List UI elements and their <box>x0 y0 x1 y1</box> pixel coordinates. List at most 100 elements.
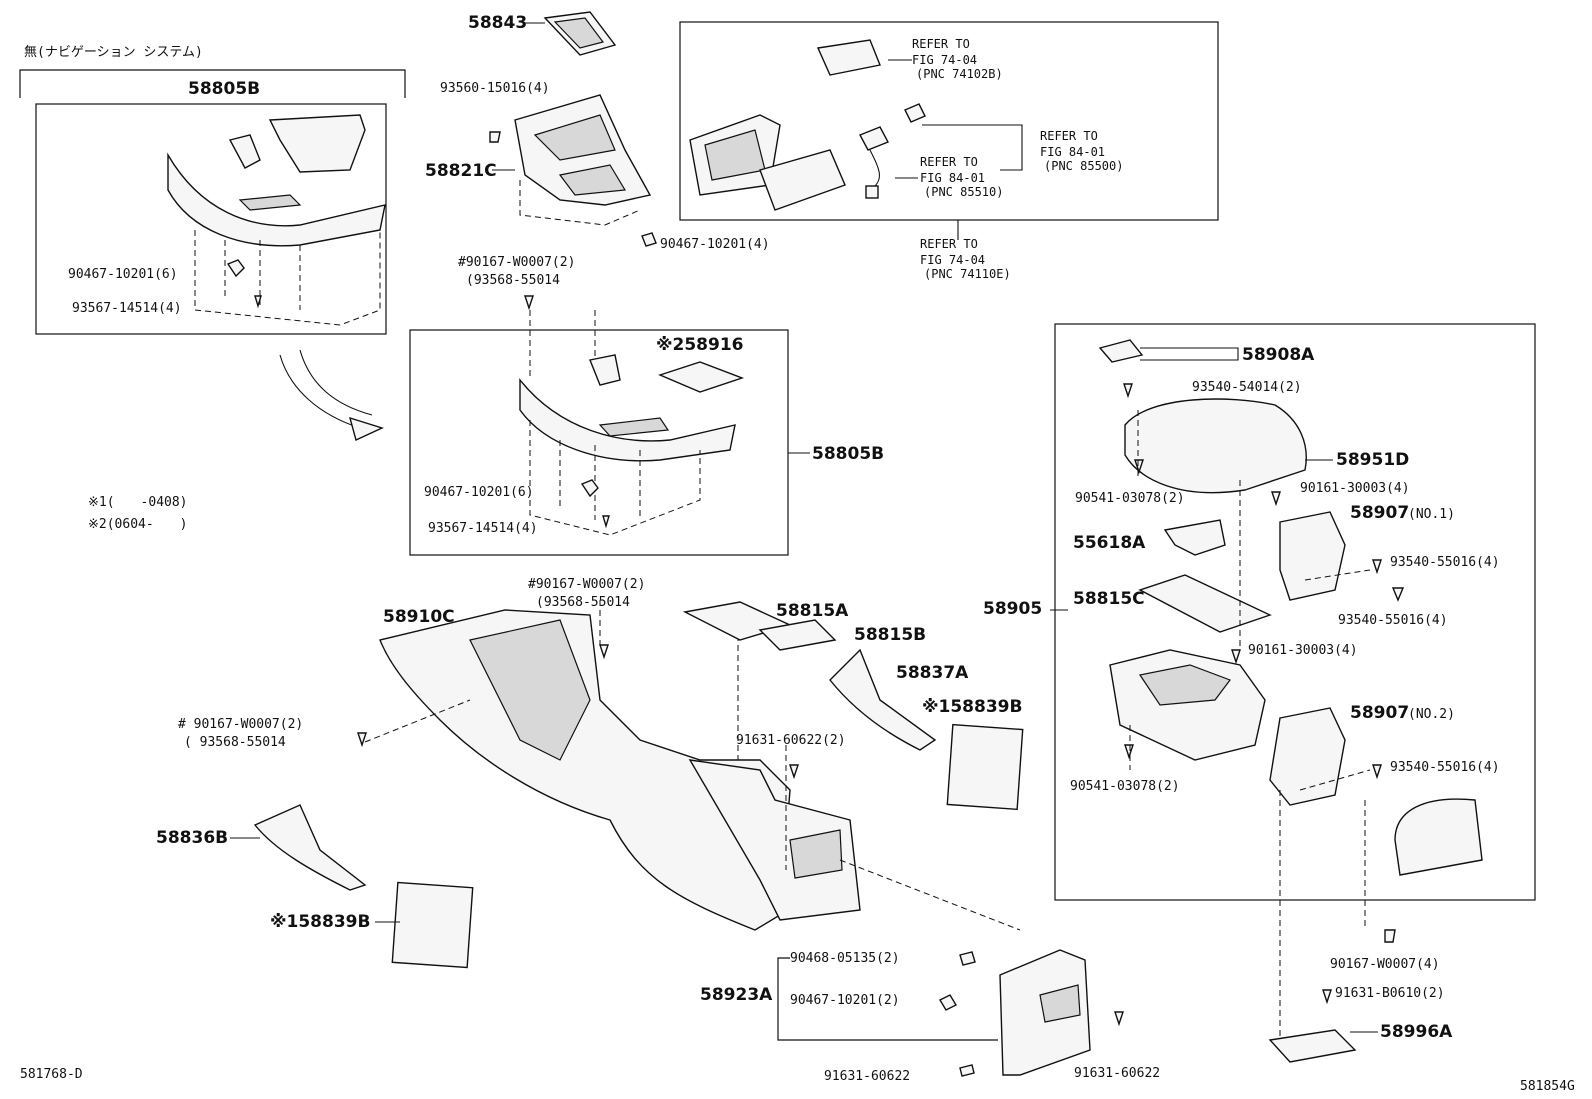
rear-panel-58923A <box>999 949 1091 1076</box>
refer-4-line1: REFER TO <box>920 237 978 251</box>
refer-2-line2: FIG 84-01 <box>1040 145 1105 159</box>
label-58815A: 58815A <box>776 601 849 621</box>
label-90167-c: # 90167-W0007(2) <box>178 717 303 732</box>
label-93540-55016-b: 93540-55016(4) <box>1338 613 1448 628</box>
refer-2-line3: (PNC 85500) <box>1044 159 1123 173</box>
label-90467-2: 90467-10201(2) <box>790 993 900 1008</box>
screw-icon-i <box>1123 383 1133 399</box>
label-58951D: 58951D <box>1336 450 1409 470</box>
screw-icon-o <box>1391 587 1405 602</box>
screw-icon-d <box>357 732 367 748</box>
panel-58836B <box>253 804 367 891</box>
panel-58837A <box>829 648 937 751</box>
label-93567-a: 93567-14514(4) <box>72 301 182 316</box>
label-58908A: 58908A <box>1242 345 1315 365</box>
console-panel-upper-left <box>167 114 386 326</box>
label-91631-b: 91631-60622 <box>1074 1066 1160 1081</box>
clip-icon-g <box>1384 929 1396 943</box>
refer-1-line1: REFER TO <box>912 37 970 51</box>
refer-1-line3: (PNC 74102B) <box>916 67 1003 81</box>
label-93568-c: ( 93568-55014 <box>184 735 286 750</box>
box-58805B-mid <box>409 329 789 556</box>
bracket-58923A <box>777 957 998 1041</box>
console-panel-mid <box>519 354 736 536</box>
label-90467-6b: 90467-10201(6) <box>424 485 534 500</box>
box-refer-group <box>679 21 1219 221</box>
label-90541-b: 90541-03078(2) <box>1070 779 1180 794</box>
arrow-icon <box>279 349 384 441</box>
refer-3-line2: FIG 84-01 <box>920 171 985 185</box>
label-58843: 58843 <box>468 13 527 33</box>
screw-icon-f <box>789 764 799 780</box>
lid-58951D <box>1124 398 1307 494</box>
clip-icon-d <box>580 479 599 498</box>
cover-piece <box>1394 798 1483 876</box>
label-58907-1-no: (NO.1) <box>1408 507 1455 522</box>
diagram-code-right: 581854G <box>1520 1079 1575 1094</box>
clip-icon-b <box>489 131 501 143</box>
label-58907-2: 58907 <box>1350 703 1409 723</box>
label-58837A: 58837A <box>896 663 969 683</box>
screw-icon-h <box>959 1064 975 1077</box>
box-58905-group <box>1054 323 1536 901</box>
box-58805B-top <box>35 103 387 335</box>
bracket-left-top <box>19 69 406 98</box>
label-93568-a: (93568-55014 <box>466 273 560 288</box>
diagram-code-left: 581768-D <box>20 1067 83 1082</box>
label-90467-4: 90467-10201(4) <box>660 237 770 252</box>
label-90468: 90468-05135(2) <box>790 951 900 966</box>
label-58815B: 58815B <box>854 625 926 645</box>
socket-icon <box>859 103 926 199</box>
label-58839B-2: ※158839B <box>270 912 370 932</box>
hinge-58907-no1 <box>1279 511 1346 601</box>
screw-icon-j <box>1271 491 1281 507</box>
label-90161-a: 90161-30003(4) <box>1300 481 1410 496</box>
label-93540-54014: 93540-54014(2) <box>1192 380 1302 395</box>
label-58907-1: 58907 <box>1350 503 1409 523</box>
screw-icon-p <box>1372 764 1382 780</box>
screw-icon-a <box>254 295 262 309</box>
label-58821C: 58821C <box>425 161 497 181</box>
note-2: ※2(0604- ) <box>88 517 188 532</box>
label-58923A: 58923A <box>700 985 773 1005</box>
label-90541-a: 90541-03078(2) <box>1075 491 1185 506</box>
bezel-58843 <box>543 11 617 56</box>
label-58805B-mid: 58805B <box>812 444 884 464</box>
screw-icon-k <box>1134 459 1144 475</box>
screw-icon-c <box>524 295 534 311</box>
hinge-58907-no2 <box>1269 707 1346 806</box>
label-58905: 58905 <box>983 599 1042 619</box>
label-90167-a: #90167-W0007(2) <box>458 255 575 270</box>
label-58907-2-no: (NO.2) <box>1408 707 1455 722</box>
clip-icon-f <box>939 994 957 1011</box>
screw-icon-q <box>1322 989 1332 1005</box>
console-body-58910C <box>379 609 861 931</box>
clip-icon-e <box>959 951 976 966</box>
label-58910C: 58910C <box>383 607 455 627</box>
screw-icon-l <box>1231 649 1241 665</box>
plate-58839B-left <box>391 881 474 969</box>
plate-58839B-right <box>946 723 1024 811</box>
label-58836B: 58836B <box>156 828 228 848</box>
label-58815C: 58815C <box>1073 589 1145 609</box>
bracket-58996A <box>1268 1029 1357 1063</box>
pad-58815C <box>1138 574 1272 633</box>
box-tray <box>1109 649 1266 761</box>
bezel-58821C <box>514 94 652 226</box>
refer-2-line1: REFER TO <box>1040 129 1098 143</box>
label-93560: 93560-15016(4) <box>440 81 550 96</box>
label-58805B-top: 58805B <box>188 79 260 99</box>
label-90167-b: #90167-W0007(2) <box>528 577 645 592</box>
leader-58908A <box>1140 347 1239 361</box>
label-93568-b: (93568-55014 <box>536 595 630 610</box>
header-note: 無(ナビゲーション システム) <box>24 45 203 60</box>
dash-right-1 <box>1129 410 1371 1040</box>
refer-3-line3: (PNC 85510) <box>924 185 1003 199</box>
note-1: ※1( -0408) <box>88 495 188 510</box>
refer-3-line1: REFER TO <box>920 155 978 169</box>
label-91631-a: 91631-60622 <box>824 1069 910 1084</box>
screw-icon-g <box>1114 1011 1124 1027</box>
bracket-unit-refer <box>689 39 881 211</box>
label-58996A: 58996A <box>1380 1022 1453 1042</box>
